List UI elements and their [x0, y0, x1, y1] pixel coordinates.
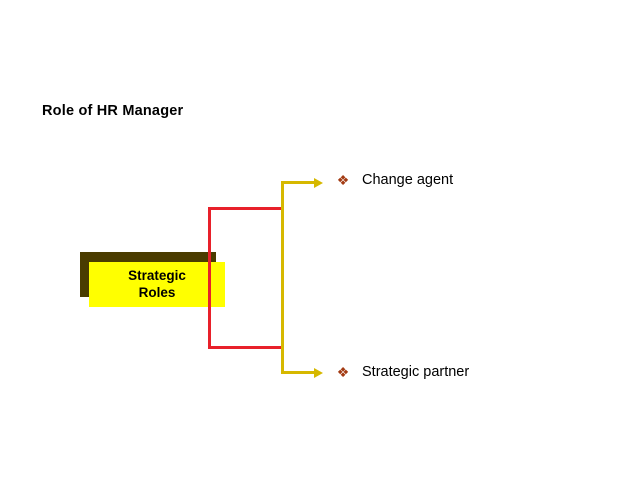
bullet-item-change-agent: ❖ Change agent [336, 172, 453, 188]
red-bracket-vertical [208, 207, 211, 349]
bullet-item-strategic-partner: ❖ Strategic partner [336, 364, 469, 380]
red-bracket-bottom-arm [208, 346, 282, 349]
bullet-label: Strategic partner [362, 364, 470, 380]
page-title: Role of HR Manager [42, 103, 184, 119]
box-label-line2: Roles [138, 284, 176, 300]
arrow-branch-top [281, 181, 315, 184]
arrow-trunk-vertical [281, 181, 284, 373]
diamond-bullet-icon: ❖ [336, 172, 350, 188]
arrowhead-bottom-icon [314, 367, 323, 378]
bullet-label: Change agent [362, 172, 454, 188]
strategic-roles-box[interactable]: Strategic Roles [80, 252, 225, 307]
red-bracket-top-arm [208, 207, 282, 210]
arrow-branch-bottom [281, 371, 315, 374]
box-label-line1: Strategic [128, 267, 186, 283]
arrowhead-top-icon [314, 177, 323, 188]
box-face: Strategic Roles [89, 262, 225, 307]
diamond-bullet-icon: ❖ [336, 364, 350, 380]
